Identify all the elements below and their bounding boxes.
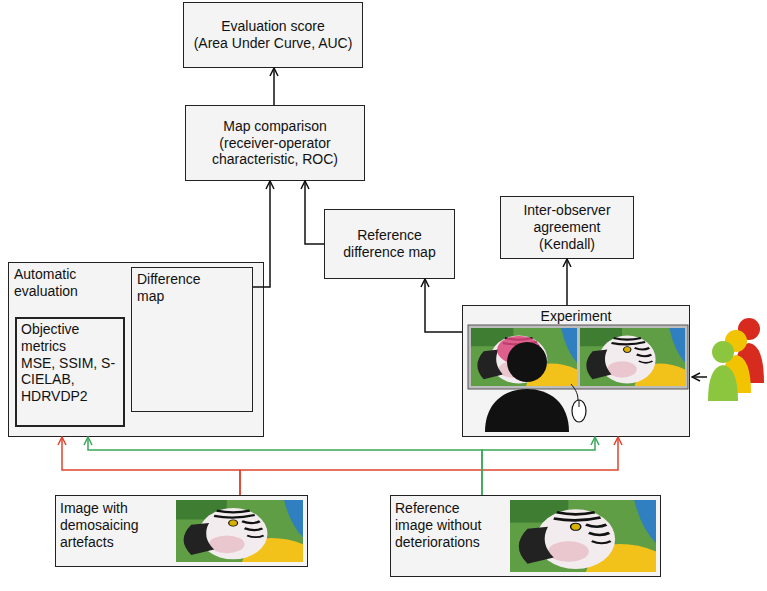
node-label: Inter-observer agreement [505,202,629,236]
text-holder: Reference difference map [325,210,454,278]
text-holder: Difference map [137,271,219,305]
process-box: Map comparison(receiver-operator charact… [185,105,365,181]
connector-arrow [240,437,618,495]
process-box: Reference image without deteriorations [390,495,661,577]
observer-head [507,342,547,382]
node-label: Automatic evaluation [14,266,126,300]
text-holder: Automatic evaluation [14,266,126,300]
node-label: Evaluation score [221,18,325,35]
node-label: Difference map [137,271,219,305]
mouse-cord [571,384,578,400]
group-box: Automatic evaluationObjective metricsMSE… [8,262,264,437]
screen-frame [468,325,688,389]
node-detail: MSE, SSIM, S-CIELAB, HDRVDP2 [21,355,121,405]
connector-arrow [273,68,275,105]
node-label: Reference difference map [329,227,450,261]
node-label: Map comparison [223,118,327,135]
text-holder: Inter-observer agreement(Kendall) [501,197,633,258]
text-holder: Experiment [463,308,689,325]
node-detail: (receiver-operator characteristic, ROC) [190,135,360,169]
group-box: Experiment [462,305,690,437]
connector-arrow [253,181,270,287]
artefact-image [176,500,303,562]
process-box: Inter-observer agreement(Kendall) [500,196,634,259]
node-label: Experiment [463,308,689,325]
distorted-image [471,328,577,386]
process-box: Difference map [131,267,253,412]
text-holder: Evaluation score(Area Under Curve, AUC) [184,3,362,67]
connector-arrow [425,279,462,332]
process-box: Image with demosaicing artefacts [55,495,308,567]
node-label: Reference image without deteriorations [395,500,495,550]
node-label: Image with demosaicing artefacts [60,500,172,550]
reference-image [580,328,685,386]
process-box: Objective metricsMSE, SSIM, S-CIELAB, HD… [15,317,125,427]
text-holder: Image with demosaicing artefacts [60,500,172,550]
process-box: Reference difference map [324,209,455,279]
text-holder: Map comparison(receiver-operator charact… [186,106,364,180]
connector-arrow [88,437,482,495]
connector-arrow [482,437,595,495]
node-detail: (Area Under Curve, AUC) [194,35,353,52]
observers-arrow [692,376,707,378]
artefact-patch [497,336,541,364]
process-box: Evaluation score(Area Under Curve, AUC) [183,2,363,68]
mouse-button [579,400,580,407]
connector-arrow [305,181,324,244]
observer-body [485,389,569,432]
node-label: Objective metrics [21,321,121,355]
text-holder: Objective metricsMSE, SSIM, S-CIELAB, HD… [21,321,121,405]
connector-arrow [566,259,568,305]
observers-icon [708,318,764,401]
text-holder: Reference image without deteriorations [395,500,495,550]
mouse-icon [572,400,586,422]
reference-photo [510,500,656,572]
node-detail: (Kendall) [539,236,595,253]
connector-arrow [62,437,240,495]
